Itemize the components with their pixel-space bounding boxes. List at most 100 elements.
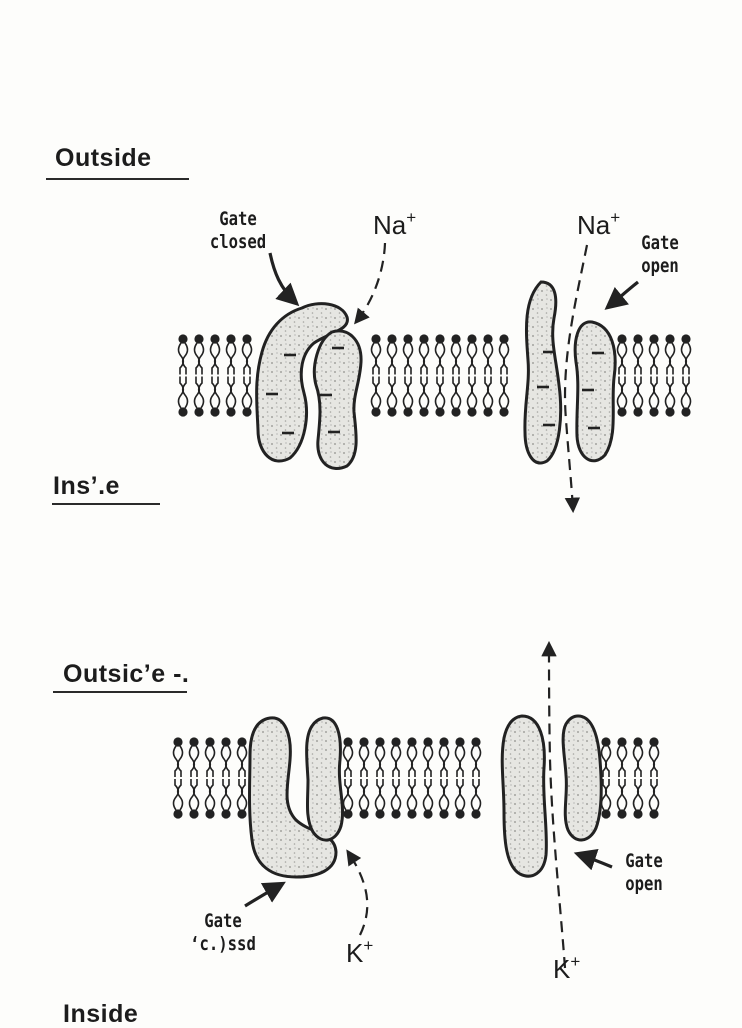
lipid-head [649, 809, 658, 818]
lipid-head [665, 407, 674, 416]
lipid-tail [226, 779, 231, 810]
lipid-head [194, 407, 203, 416]
panel1-left-gate-pointer [270, 253, 296, 303]
lipid-head [387, 334, 396, 343]
lipid-tail [210, 779, 215, 810]
lipid-tail [199, 377, 204, 409]
panel1-left-ion-charge: + [406, 208, 416, 227]
panel2-right-ion-charge: + [570, 952, 580, 971]
lipid-head [205, 809, 214, 818]
lipid-head [407, 737, 416, 746]
panel1-outside-label: Outside [55, 146, 152, 171]
lipid-tail [215, 343, 220, 375]
lipid-tail [654, 377, 659, 409]
lipid-tail [194, 779, 199, 810]
lipid-tail [622, 779, 627, 810]
lipid-tail [210, 746, 215, 777]
lipid-tail [392, 343, 397, 375]
lipid-head [237, 809, 246, 818]
bilayer-bottom-middle [343, 737, 480, 818]
lipid-tail [199, 343, 204, 375]
lipid-tail [638, 343, 643, 375]
lipid-tail [606, 746, 611, 777]
lipid-head [467, 334, 476, 343]
lipid-head [601, 809, 610, 818]
lipid-tail [472, 343, 477, 375]
lipid-head [194, 334, 203, 343]
lipid-head [391, 737, 400, 746]
lipid-head [189, 809, 198, 818]
lipid-tail [444, 746, 449, 777]
lipid-tail [638, 377, 643, 409]
lipid-head [617, 334, 626, 343]
lipid-tail [247, 343, 252, 375]
lipid-head [205, 737, 214, 746]
panel2-left-subunit-b [307, 718, 343, 840]
lipid-tail [380, 746, 385, 777]
panel2-left-ion-symbol: K [346, 938, 363, 968]
panel2-left-ion-label: K+ [346, 940, 373, 966]
lipid-tail [183, 377, 188, 409]
lipid-tail [364, 746, 369, 777]
lipid-head [407, 809, 416, 818]
lipid-head [617, 809, 626, 818]
lipid-tail [412, 779, 417, 810]
panel1-inside-rule [52, 503, 160, 505]
lipid-head [210, 334, 219, 343]
panel2-k-arrow-blocked [348, 852, 367, 935]
lipid-tail [408, 377, 413, 409]
lipid-head [375, 809, 384, 818]
lipid-head [649, 407, 658, 416]
lipid-tail [376, 377, 381, 409]
lipid-head [210, 407, 219, 416]
lipid-tail [376, 343, 381, 375]
lipid-head [375, 737, 384, 746]
panel1-right-gate-pointer [608, 282, 638, 307]
panel1-left-ion-symbol: Na [373, 210, 406, 240]
lipid-tail [638, 779, 643, 810]
lipid-tail [396, 779, 401, 810]
lipid-tail [476, 779, 481, 810]
lipid-tail [392, 377, 397, 409]
lipid-tail [472, 377, 477, 409]
lipid-tail [654, 746, 659, 777]
panel1-left-subunit-b [314, 331, 361, 469]
lipid-tail [456, 343, 461, 375]
lipid-head [499, 334, 508, 343]
lipid-head [649, 334, 658, 343]
lipid-tail [247, 377, 252, 409]
lipid-tail [686, 377, 691, 409]
lipid-head [221, 809, 230, 818]
panel2-right-gate-label: Gate open [611, 850, 677, 896]
lipid-tail [242, 779, 247, 810]
lipid-tail [242, 746, 247, 777]
lipid-head [173, 809, 182, 818]
lipid-head [242, 407, 251, 416]
lipid-head [178, 407, 187, 416]
panel2-right-ion-symbol: K [553, 954, 570, 984]
lipid-head [226, 334, 235, 343]
lipid-head [242, 334, 251, 343]
panel2-left-ion-charge: + [363, 936, 373, 955]
lipid-tail [504, 377, 509, 409]
lipid-head [471, 737, 480, 746]
lipid-tail [476, 746, 481, 777]
lipid-head [419, 407, 428, 416]
lipid-head [633, 809, 642, 818]
lipid-tail [194, 746, 199, 777]
panel2-left-gate-text: Gate ‘c.)ssd [190, 910, 256, 955]
panel1-right-subunit-b [575, 322, 615, 461]
panel2-outside-label: Outsic’e -. [63, 662, 189, 687]
lipid-head [617, 407, 626, 416]
lipid-tail [488, 377, 493, 409]
lipid-head [633, 407, 642, 416]
lipid-tail [364, 779, 369, 810]
lipid-head [435, 407, 444, 416]
lipid-tail [178, 779, 183, 810]
lipid-tail [178, 746, 183, 777]
lipid-head [451, 407, 460, 416]
lipid-head [681, 407, 690, 416]
lipid-tail [670, 377, 675, 409]
lipid-tail [348, 746, 353, 777]
